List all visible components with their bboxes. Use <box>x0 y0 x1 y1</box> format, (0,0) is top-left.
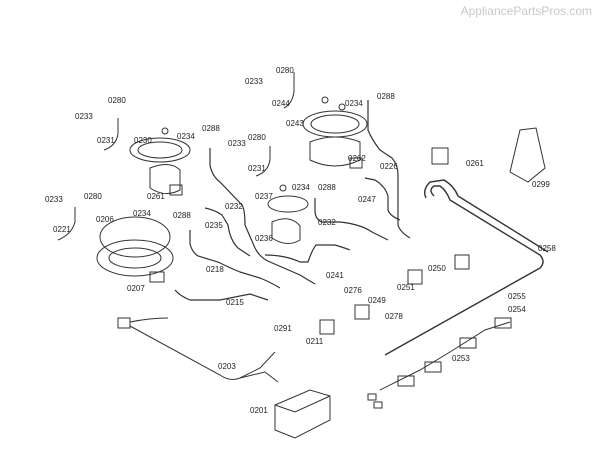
gas-pipes <box>174 100 411 301</box>
label-0231: 0231 <box>97 136 115 145</box>
manifold-tube <box>384 179 549 356</box>
label-0231: 0231 <box>248 164 266 173</box>
label-0234: 0234 <box>177 132 195 141</box>
watermark: AppliancePartsPros.com <box>460 4 592 18</box>
label-0251: 0251 <box>397 283 415 292</box>
label-0234: 0234 <box>292 183 310 192</box>
label-0258: 0258 <box>538 244 556 253</box>
burner-left-front <box>96 216 174 283</box>
label-0201: 0201 <box>250 406 268 415</box>
label-0261: 0261 <box>466 159 484 168</box>
label-0291: 0291 <box>274 324 292 333</box>
label-0234: 0234 <box>345 99 363 108</box>
label-0247: 0247 <box>358 195 376 204</box>
label-0221: 0221 <box>53 225 71 234</box>
label-0241: 0241 <box>326 271 344 280</box>
label-0249: 0249 <box>368 296 386 305</box>
label-0236: 0236 <box>255 234 273 243</box>
label-0280: 0280 <box>276 66 294 75</box>
label-0233: 0233 <box>45 195 63 204</box>
wire-harness <box>117 317 279 383</box>
label-0233: 0233 <box>75 112 93 121</box>
label-0203: 0203 <box>218 362 236 371</box>
label-0232: 0232 <box>318 218 336 227</box>
label-0218: 0218 <box>206 265 224 274</box>
valves <box>319 147 470 335</box>
label-0230: 0230 <box>134 136 152 145</box>
label-0232: 0232 <box>225 202 243 211</box>
label-0276: 0276 <box>344 286 362 295</box>
label-0288: 0288 <box>318 183 336 192</box>
label-0254: 0254 <box>508 305 526 314</box>
igniter-switches <box>367 317 512 409</box>
label-0262: 0262 <box>348 154 366 163</box>
label-0278: 0278 <box>385 312 403 321</box>
label-0235: 0235 <box>205 221 223 230</box>
burner-right-rear <box>302 96 368 169</box>
label-0280: 0280 <box>248 133 266 142</box>
label-0215: 0215 <box>226 298 244 307</box>
label-0280: 0280 <box>108 96 126 105</box>
label-0253: 0253 <box>452 354 470 363</box>
label-0288: 0288 <box>202 124 220 133</box>
label-0244: 0244 <box>272 99 290 108</box>
label-0233: 0233 <box>228 139 246 148</box>
electrodes <box>57 72 295 241</box>
label-0255: 0255 <box>508 292 526 301</box>
label-0207: 0207 <box>127 284 145 293</box>
label-0233: 0233 <box>245 77 263 86</box>
label-0243: 0243 <box>286 119 304 128</box>
label-0211: 0211 <box>306 337 324 346</box>
burner-center <box>267 184 309 244</box>
burner-left-rear <box>129 127 191 196</box>
label-0261: 0261 <box>147 192 165 201</box>
label-0237: 0237 <box>255 192 273 201</box>
label-0280: 0280 <box>84 192 102 201</box>
hardware-kit <box>509 127 546 183</box>
label-0206: 0206 <box>96 215 114 224</box>
label-0250: 0250 <box>428 264 446 273</box>
label-0288: 0288 <box>377 92 395 101</box>
spark-module <box>274 389 331 439</box>
label-0299: 0299 <box>532 180 550 189</box>
label-0234: 0234 <box>133 209 151 218</box>
label-0288: 0288 <box>173 211 191 220</box>
label-0226: 0226 <box>380 162 398 171</box>
